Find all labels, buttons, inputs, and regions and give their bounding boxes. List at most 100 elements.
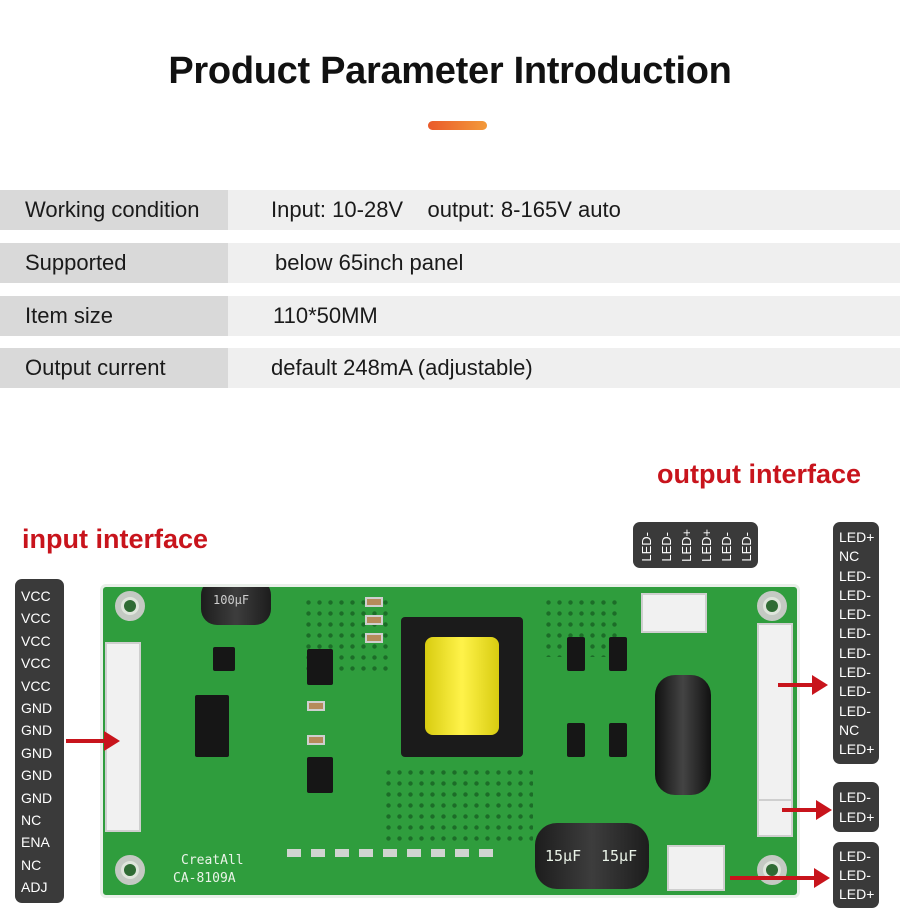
diode xyxy=(567,723,585,757)
output-interface-label: output interface xyxy=(657,459,862,489)
mount-hole xyxy=(115,591,145,621)
pin-label: VCC xyxy=(21,588,51,604)
transformer-coil xyxy=(425,637,499,735)
param-row: Supported below 65inch panel xyxy=(0,243,900,283)
diode xyxy=(609,637,627,671)
smd-capacitor xyxy=(365,597,383,607)
top-pin-labels: LED- LED- LED+ LED+ LED- LED- xyxy=(633,522,758,568)
pin-label: LED- xyxy=(719,532,734,562)
transformer xyxy=(401,617,523,757)
mosfet-ic xyxy=(307,757,333,793)
pin-label: VCC xyxy=(21,632,51,649)
pin-label: LED+ xyxy=(679,529,694,562)
diode xyxy=(567,637,585,671)
resistor xyxy=(311,849,325,857)
smd-capacitor xyxy=(307,735,325,745)
cap-marking: 15μF xyxy=(601,847,638,865)
resistor xyxy=(479,849,493,857)
diode xyxy=(609,723,627,757)
resistor xyxy=(407,849,421,857)
right-output-connector xyxy=(757,623,793,801)
pin-label: LED- xyxy=(839,702,871,719)
param-key: Output current xyxy=(0,348,228,388)
param-row: Item size 110*50MM xyxy=(0,296,900,336)
pin-label: LED- xyxy=(839,683,871,700)
pin-label: LED- xyxy=(659,532,674,562)
output-arrow-bottom xyxy=(730,868,830,888)
param-key: Item size xyxy=(0,296,228,336)
top-output-connector xyxy=(641,593,707,633)
resistor xyxy=(335,849,349,857)
param-value: below 65inch panel xyxy=(275,250,464,275)
pin-label: ADJ xyxy=(21,879,48,896)
pin-label: GND xyxy=(21,767,53,784)
pin-label: GND xyxy=(21,789,53,806)
electrolytic-capacitor-large: 15μF 15μF xyxy=(535,823,649,889)
cap-marking: 100μF xyxy=(213,593,250,607)
pin-label: LED- xyxy=(839,586,871,603)
smd-capacitor xyxy=(365,633,383,643)
resistor xyxy=(455,849,469,857)
input-interface-label: input interface xyxy=(22,524,209,554)
resistor xyxy=(359,849,373,857)
pin-label: LED- xyxy=(839,625,871,642)
pin-label: LED+ xyxy=(839,741,875,758)
pin-label: GND xyxy=(21,699,53,716)
smd-capacitor xyxy=(365,615,383,625)
resistor xyxy=(287,849,301,857)
param-row: Working condition Input: 10-28V output: … xyxy=(0,190,900,230)
mount-hole xyxy=(115,855,145,885)
pin-label: LED- xyxy=(839,867,871,883)
pin-label: LED- xyxy=(839,606,871,623)
right-mid-pin-labels: LED- LED+ xyxy=(833,782,879,832)
right-main-pin-labels: LED+ NC LED- LED- LED- LED- LED- LED- LE… xyxy=(833,522,879,764)
resistor xyxy=(383,849,397,857)
param-key: Working condition xyxy=(0,190,228,230)
resistor xyxy=(431,849,445,857)
regulator xyxy=(213,647,235,671)
pin-label: NC xyxy=(839,721,860,738)
pin-label: LED- xyxy=(739,532,754,562)
via-grid xyxy=(383,767,533,847)
driver-board-image: 100μF 15μF 15μF CreatAll CA-8109A xyxy=(100,584,800,898)
pin-label: LED- xyxy=(839,567,871,584)
page-title: Product Parameter Introduction xyxy=(168,50,732,92)
pin-label: LED+ xyxy=(839,529,875,545)
control-ic xyxy=(195,695,229,757)
right-bottom-pin-labels: LED- LED- LED+ xyxy=(833,842,879,908)
pin-label: VCC xyxy=(21,677,51,694)
param-row: Output current default 248mA (adjustable… xyxy=(0,348,900,388)
param-value: default 248mA (adjustable) xyxy=(271,355,533,380)
pin-label: LED- xyxy=(839,848,871,864)
cap-marking: 15μF xyxy=(545,847,582,865)
electrolytic-capacitor-small: 100μF xyxy=(201,587,271,625)
pin-label: NC xyxy=(21,811,42,828)
pin-label: LED- xyxy=(839,789,871,805)
pin-label: LED- xyxy=(839,644,871,661)
pin-label: VCC xyxy=(21,610,51,627)
mount-hole xyxy=(757,591,787,621)
input-arrow xyxy=(66,731,120,751)
bottom-output-connector xyxy=(667,845,725,891)
param-value: 110*50MM xyxy=(273,303,378,328)
output-arrow-main xyxy=(778,675,828,695)
pin-label: NC xyxy=(839,548,860,565)
pin-label: GND xyxy=(21,722,53,739)
smd-capacitor xyxy=(307,701,325,711)
pin-label: LED- xyxy=(639,532,654,562)
pin-label: LED- xyxy=(839,664,871,681)
pin-label: VCC xyxy=(21,655,51,672)
pin-label: NC xyxy=(21,856,42,873)
board-brand: CreatAll xyxy=(181,853,244,868)
param-value: Input: 10-28V output: 8-165V auto xyxy=(271,197,621,222)
title-accent-bar xyxy=(428,121,487,130)
pin-label: ENA xyxy=(21,834,50,851)
board-model: CA-8109A xyxy=(173,871,236,886)
mosfet-ic xyxy=(307,649,333,685)
pin-label: LED+ xyxy=(699,529,714,562)
output-arrow-mid xyxy=(782,800,832,820)
mid-output-connector xyxy=(757,799,793,837)
pin-label: LED+ xyxy=(839,886,875,902)
pin-label: GND xyxy=(21,744,53,761)
inductor xyxy=(655,675,711,795)
